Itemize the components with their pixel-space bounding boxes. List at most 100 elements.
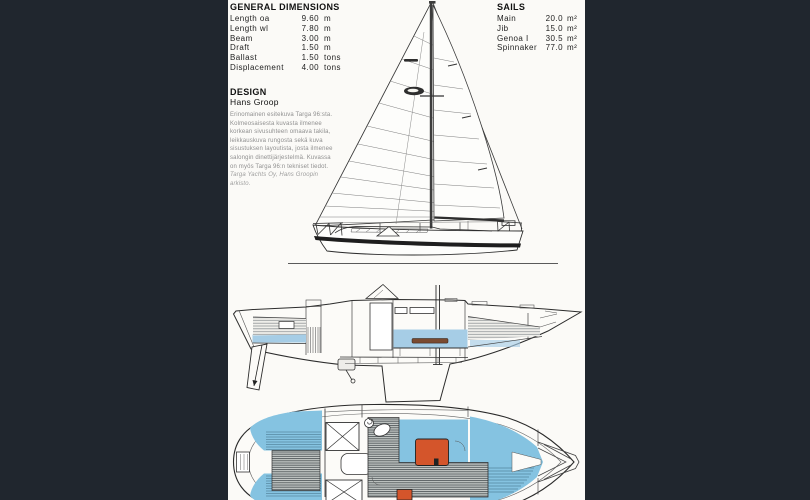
sail-logo (404, 59, 424, 96)
cockpit-hatch (325, 479, 363, 500)
dimension-value: 7.80 (301, 23, 319, 33)
dimension-value: 3.00 (301, 33, 319, 43)
table-row: Displacement 4.00 tons (230, 63, 348, 73)
sail-label: Spinnaker (497, 43, 538, 53)
caption-paragraph: Erinomainen esitekuva Targa 96:sta. Kolm… (230, 111, 338, 188)
sails-title: SAILS (497, 2, 526, 12)
port-quarter-berth (250, 410, 322, 451)
table-row: Jib 15.0 m² (497, 24, 583, 34)
sail-unit: m² (567, 43, 578, 53)
table-row: Length oa 9.60 m (230, 14, 348, 24)
transom-ladder (236, 451, 250, 473)
rudder (246, 343, 268, 391)
table-row: Draft 1.50 m (230, 43, 348, 53)
sail-unit: m² (567, 33, 578, 43)
lifeline (342, 221, 498, 223)
dimension-label: Displacement (230, 62, 284, 72)
brochure-page: GENERAL DIMENSIONS Length oa 9.60 m Leng… (228, 0, 585, 500)
bow-pulpit-plan (537, 441, 580, 483)
general-dimensions-rows: Length oa 9.60 m Length wl 7.80 m Beam 3… (230, 14, 348, 73)
sprayhood (375, 225, 401, 237)
sheer-band (314, 236, 521, 248)
cabin-window (409, 307, 435, 314)
dinette-table (415, 438, 449, 466)
dimension-unit: m (324, 14, 332, 23)
dimension-unit: m (324, 43, 332, 53)
sail-label: Jib (497, 23, 509, 33)
sails-table: SAILS Main 20.0 m² Jib 15.0 m² Genoa I 3… (497, 2, 583, 53)
sail-plan-drawing (288, 1, 558, 264)
cabin-window (394, 307, 408, 314)
sail-value: 15.0 (545, 23, 563, 33)
sails-rows: Main 20.0 m² Jib 15.0 m² Genoa I 30.5 m²… (497, 14, 583, 53)
galley-cabinet (369, 302, 393, 351)
sail-label: Main (497, 14, 517, 23)
table-row: Spinnaker 77.0 m² (497, 43, 583, 53)
dimension-value: 1.50 (301, 43, 319, 53)
plan-bulkheads (324, 405, 539, 497)
interior-plan-drawing (232, 403, 580, 500)
cockpit-hatch (325, 422, 360, 451)
design-title: DESIGN (230, 87, 267, 97)
anchor-locker-lines (539, 310, 558, 328)
dimension-label: Draft (230, 43, 250, 53)
caption-line: sisustuksen layoutista, josta ilmenee (230, 146, 333, 153)
table-row: Beam 3.00 m (230, 34, 348, 44)
caption-line: leikkauskuva rungosta sekä kuva (230, 137, 323, 144)
mast-plan (434, 458, 439, 465)
sail-unit: m² (567, 14, 578, 23)
designer-name: Hans Groop (230, 97, 279, 107)
stove (364, 418, 374, 428)
dimension-value: 1.50 (301, 53, 319, 63)
caption-line: korkean sivusuhteen omaava takila, (230, 129, 331, 136)
dimension-value: 4.00 (301, 62, 319, 72)
table-row: Genoa I 30.5 m² (497, 34, 583, 44)
sprayhood-section (364, 283, 400, 299)
general-dimensions-table: GENERAL DIMENSIONS Length oa 9.60 m Leng… (230, 2, 348, 73)
companionway-plan (340, 453, 373, 475)
sail-unit: m² (567, 23, 578, 33)
dimension-label: Length oa (230, 14, 270, 23)
boom (434, 216, 505, 222)
hull-outline (232, 298, 583, 403)
mainsail-seams (433, 57, 501, 209)
hull-profile (312, 224, 524, 256)
dimension-unit: tons (324, 62, 341, 72)
table-row: Main 20.0 m² (497, 14, 583, 24)
cockpit-sole (271, 450, 321, 491)
caption-line: Kolmeosaisesta kuvasta ilmenee (230, 120, 322, 127)
sail-value: 77.0 (545, 43, 563, 53)
v-berth-section (467, 316, 543, 348)
dimension-label: Beam (230, 33, 253, 43)
chart-table (396, 489, 413, 500)
mast-pillar (433, 285, 443, 365)
companionway-steps (307, 327, 321, 353)
cabin-trunk-line (324, 409, 469, 413)
batten-marks (447, 63, 488, 171)
dimension-label: Length wl (230, 23, 269, 33)
engine (337, 358, 356, 384)
cabin-sole (339, 356, 469, 364)
bow-pulpit (312, 222, 344, 236)
sail-label: Genoa I (497, 33, 529, 43)
mast (429, 1, 433, 229)
stanchions (379, 222, 461, 232)
dimension-label: Ballast (230, 53, 258, 63)
dimension-unit: m (324, 23, 332, 33)
design-block: DESIGN Hans Groop (230, 87, 350, 107)
dimension-unit: m (324, 33, 332, 43)
quarter-berth (252, 316, 307, 344)
caption-credit-line: Targa Yachts Oy, Hans Groopin arkisto. (230, 172, 319, 187)
dimension-value: 9.60 (301, 14, 319, 23)
table-edge-bar (411, 338, 449, 344)
caption-line: salongin dinettijärjestelmä. Kuvassa (230, 154, 331, 161)
hull-section-drawing (232, 283, 583, 403)
table-row: Length wl 7.80 m (230, 24, 348, 34)
general-dimensions-title: GENERAL DIMENSIONS (230, 2, 340, 12)
sail-value: 20.0 (545, 14, 563, 23)
galley-and-sole (367, 417, 489, 498)
caption-line: Erinomainen esitekuva Targa 96:sta. (230, 112, 333, 118)
stern-pushpit (496, 220, 523, 232)
dimension-unit: tons (324, 53, 341, 63)
